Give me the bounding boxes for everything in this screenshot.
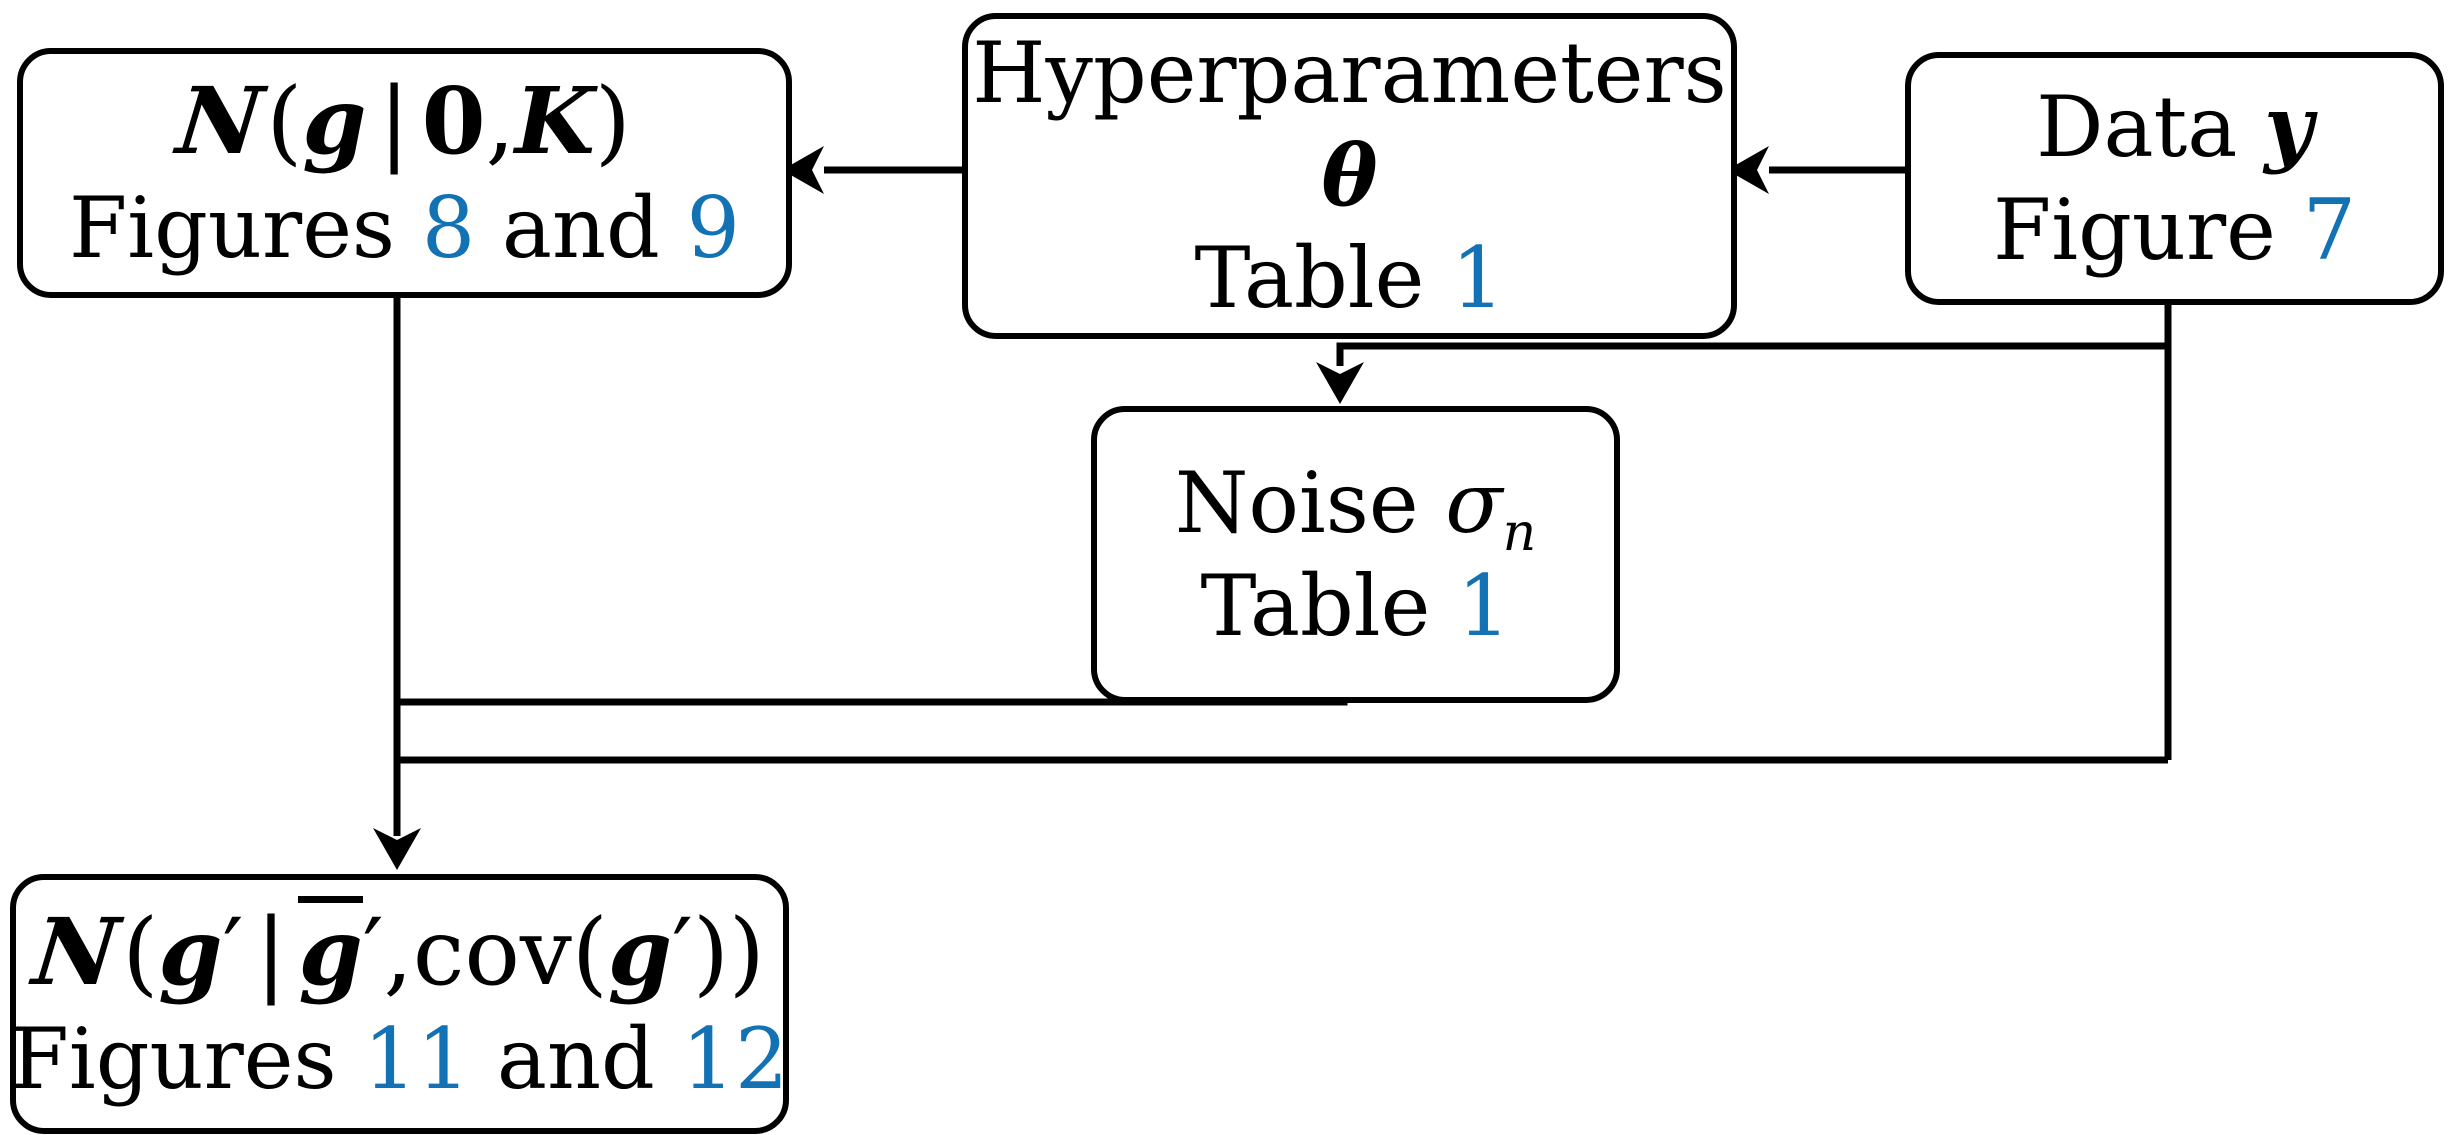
figure-7-ref[interactable]: 7 bbox=[2302, 180, 2357, 279]
box-hyperparameters: Hyperparameters θ Table 1 bbox=[962, 13, 1737, 339]
noise-caption-line: Table 1 bbox=[1200, 555, 1510, 657]
given-bar: | bbox=[255, 899, 287, 1007]
paren: ( bbox=[266, 68, 303, 176]
caption-text: Figures bbox=[10, 1010, 364, 1109]
caption-text: and bbox=[470, 1010, 682, 1109]
prior-math-line: N(g|0,K) bbox=[173, 66, 631, 177]
g-symbol: g bbox=[298, 898, 363, 1007]
g-bar-symbol: g bbox=[298, 896, 363, 999]
sigma-symbol: σ bbox=[1445, 454, 1503, 553]
table-1-ref[interactable]: 1 bbox=[1451, 229, 1505, 328]
given-bar: | bbox=[378, 68, 410, 176]
arrowhead-into-posterior bbox=[373, 828, 421, 870]
caption-text: Table bbox=[1194, 229, 1452, 328]
theta-symbol: θ bbox=[1321, 125, 1378, 225]
figure-12-ref[interactable]: 12 bbox=[681, 1010, 789, 1109]
paren: ( bbox=[571, 899, 608, 1007]
comma: , bbox=[383, 899, 413, 1007]
box-noise: Noise σn Table 1 bbox=[1091, 406, 1620, 703]
zero-symbol: 0 bbox=[421, 67, 486, 176]
caption-text: Figure bbox=[1992, 180, 2303, 279]
sigma-subscript: n bbox=[1502, 502, 1537, 563]
box-data: Data y Figure 7 bbox=[1905, 52, 2444, 305]
arrowhead-hyper-to-prior bbox=[782, 146, 824, 194]
paren: ) bbox=[692, 899, 729, 1007]
prime: ′ bbox=[362, 899, 384, 1007]
hyper-title-line: Hyperparameters bbox=[972, 24, 1727, 123]
box-posterior: N(g′|g′,cov(g′)) Figures 11 and 12 bbox=[10, 874, 789, 1134]
title-text: Data bbox=[2036, 78, 2265, 177]
caption-text: Table bbox=[1200, 556, 1458, 655]
box-prior: N(g|0,K) Figures 8 and 9 bbox=[17, 48, 792, 298]
paren: ) bbox=[594, 68, 631, 176]
paren: ) bbox=[728, 899, 765, 1007]
k-symbol: K bbox=[514, 67, 595, 176]
g-prime-symbol: g bbox=[158, 898, 223, 1007]
prior-caption-line: Figures 8 and 9 bbox=[69, 177, 740, 279]
figure-9-ref[interactable]: 9 bbox=[686, 179, 740, 278]
hyper-caption-line: Table 1 bbox=[1194, 227, 1504, 329]
posterior-caption-line: Figures 11 and 12 bbox=[11, 1008, 789, 1110]
g-symbol: g bbox=[302, 67, 367, 176]
script-n-symbol: N bbox=[172, 67, 269, 176]
figure-8-ref[interactable]: 8 bbox=[421, 179, 476, 278]
script-n-symbol: N bbox=[28, 898, 125, 1007]
prime: ′ bbox=[222, 899, 244, 1007]
table-1-ref[interactable]: 1 bbox=[1457, 556, 1511, 655]
data-caption-line: Figure 7 bbox=[1993, 179, 2356, 281]
edge-branch-to-noise bbox=[1336, 342, 2168, 366]
y-symbol: y bbox=[2264, 77, 2313, 177]
paren: ( bbox=[122, 899, 159, 1007]
figure-11-ref[interactable]: 11 bbox=[363, 1010, 471, 1109]
noise-title-line: Noise σn bbox=[1174, 452, 1536, 559]
cov-operator: cov bbox=[412, 899, 572, 1007]
caption-text: and bbox=[475, 179, 687, 278]
arrowhead-into-noise bbox=[1316, 362, 1364, 404]
posterior-math-line: N(g′|g′,cov(g′)) bbox=[29, 896, 765, 1008]
comma: , bbox=[485, 68, 515, 176]
title-text: Noise bbox=[1174, 454, 1446, 553]
caption-text: Figures bbox=[69, 179, 422, 278]
hyper-symbol-line: θ bbox=[1321, 125, 1377, 227]
g-prime-symbol: g bbox=[607, 898, 673, 1007]
arrowhead-data-to-hyper bbox=[1727, 146, 1769, 194]
data-title-line: Data y bbox=[2036, 76, 2313, 178]
prime: ′ bbox=[672, 899, 693, 1007]
